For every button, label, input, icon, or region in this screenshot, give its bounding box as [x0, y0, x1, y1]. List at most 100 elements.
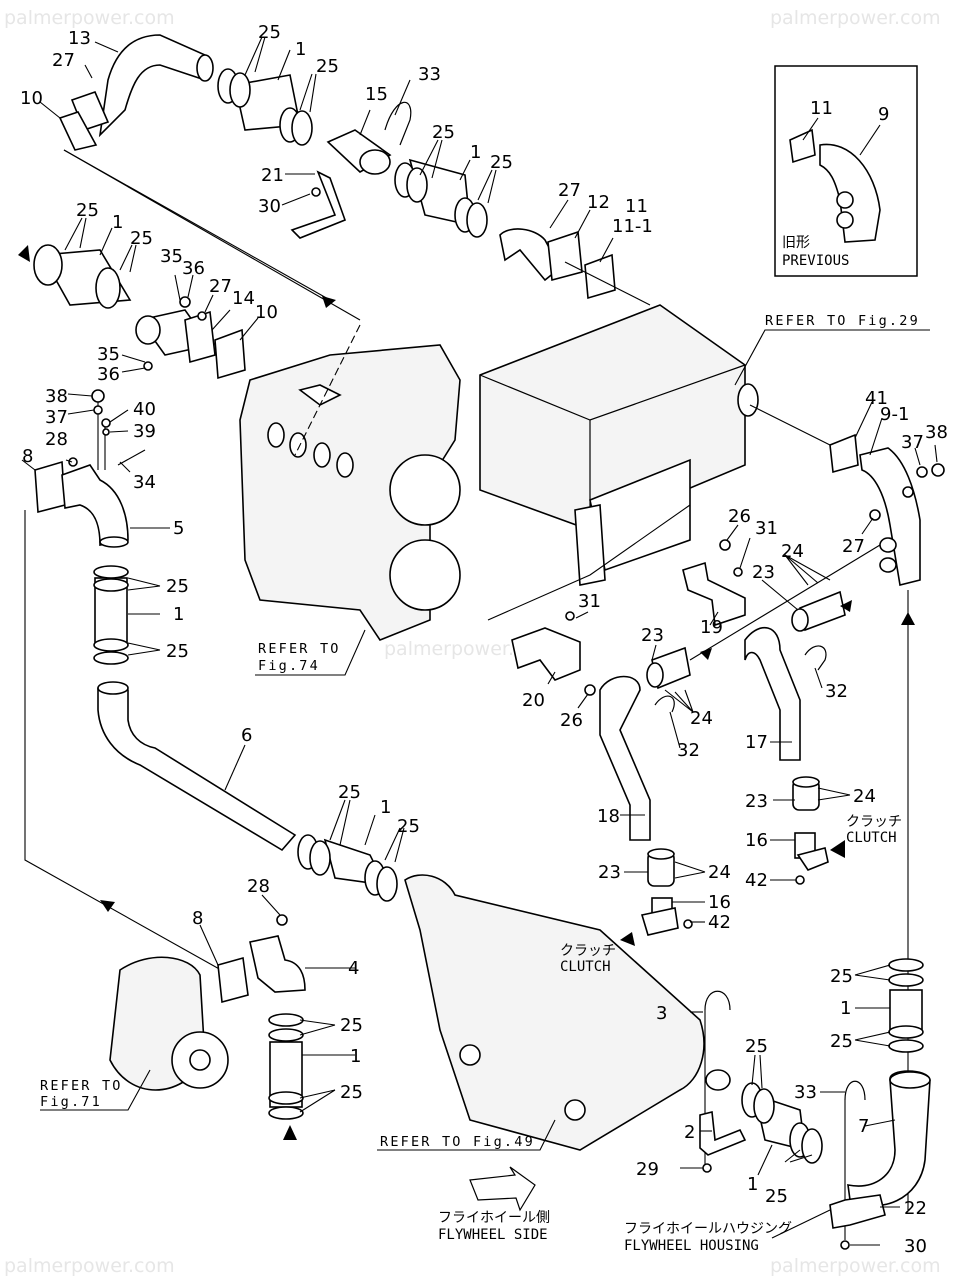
fitting-16-left	[640, 897, 679, 936]
ref-fig74-line1: REFER TO	[258, 641, 341, 657]
ref-leader	[734, 329, 930, 386]
clutch-note-en-right: CLUTCH	[846, 830, 897, 846]
label-25: 25	[490, 152, 513, 173]
hose-23-lower	[646, 646, 691, 690]
label-9-1: 9-1	[880, 404, 909, 425]
label-8: 8	[192, 908, 203, 929]
label-17: 17	[745, 732, 768, 753]
flow-arrow	[18, 245, 30, 262]
u-bolt-3	[704, 990, 731, 1011]
flange-8-lower	[217, 956, 249, 1004]
flywheel-side-en: FLYWHEEL SIDE	[438, 1227, 548, 1243]
connection-line	[487, 504, 691, 621]
flange-8-left	[34, 460, 66, 514]
hose-1-vertical-left	[93, 565, 129, 665]
label-15: 15	[365, 84, 388, 105]
label-27: 27	[52, 50, 75, 71]
ref-fig71-line1: REFER TO	[40, 1078, 123, 1094]
label-25: 25	[130, 228, 153, 249]
label-10: 10	[20, 88, 43, 109]
label-11-1: 11-1	[612, 216, 653, 237]
watermark-top-right: palmerpower.com	[770, 7, 941, 29]
label-2: 2	[684, 1122, 695, 1143]
label-11: 11	[625, 196, 648, 217]
label-1: 1	[747, 1174, 758, 1195]
elbow-12	[499, 228, 583, 282]
label-24: 24	[781, 541, 804, 562]
bolt-28-lower	[276, 914, 288, 926]
label-26: 26	[728, 506, 751, 527]
label-35: 35	[97, 344, 120, 365]
label-1: 1	[380, 797, 391, 818]
exhaust-manifold	[404, 874, 731, 1151]
label-26: 26	[560, 710, 583, 731]
engine-block	[239, 344, 461, 641]
label-24: 24	[853, 786, 876, 807]
label-42: 42	[745, 870, 768, 891]
flow-arrow	[700, 648, 712, 660]
label-25: 25	[316, 56, 339, 77]
hose-1-bottom-mid	[297, 834, 398, 902]
bracket-22	[829, 1194, 886, 1229]
elbow-4	[249, 935, 306, 993]
hose-23-left	[647, 848, 675, 887]
u-bolt-32-left	[654, 695, 675, 713]
label-1: 1	[295, 39, 306, 60]
bracket-2	[699, 1111, 747, 1156]
flow-line	[24, 510, 231, 976]
pipe-14	[135, 309, 216, 364]
label-18: 18	[597, 806, 620, 827]
ref-fig71-line2: Fig.71	[40, 1094, 102, 1110]
label-16: 16	[708, 892, 731, 913]
watermark-bottom-right: palmerpower.com	[770, 1255, 941, 1277]
ref-leader	[40, 1069, 151, 1111]
plug-40	[101, 418, 111, 428]
label-4: 4	[348, 958, 359, 979]
label-38: 38	[45, 386, 68, 407]
ref-fig49: REFER TO Fig.49	[380, 1134, 535, 1150]
nut-31-lower	[565, 611, 575, 621]
label-22: 22	[904, 1198, 927, 1219]
label-5: 5	[173, 518, 184, 539]
label-3: 3	[656, 1003, 667, 1024]
label-27: 27	[842, 536, 865, 557]
nut-30	[311, 187, 321, 197]
elbow-9-1	[859, 447, 921, 586]
label-23: 23	[598, 862, 621, 883]
hose-17	[744, 626, 801, 761]
label-10: 10	[255, 302, 278, 323]
label-25: 25	[166, 576, 189, 597]
label-37: 37	[901, 432, 924, 453]
label-14: 14	[232, 288, 255, 309]
bolt-42-right	[795, 875, 805, 885]
label-23: 23	[745, 791, 768, 812]
ref-leader	[255, 629, 366, 676]
clutch-note-en-left: CLUTCH	[560, 959, 611, 975]
gasket-41	[829, 433, 859, 474]
label-25: 25	[745, 1036, 768, 1057]
label-25: 25	[340, 1015, 363, 1036]
ref-fig74-line2: Fig.74	[258, 658, 320, 674]
label-24: 24	[690, 708, 713, 729]
hose-1-left	[33, 244, 132, 309]
bolt-42-left	[683, 919, 693, 929]
bolt-28-left	[68, 457, 78, 467]
label-30: 30	[904, 1236, 927, 1257]
clutch-note-jp-left: クラッチ	[560, 943, 616, 959]
u-bolt-32-right	[804, 645, 827, 671]
label-27: 27	[209, 276, 232, 297]
label-16: 16	[745, 830, 768, 851]
flywheel-side-jp: フライホイール側	[438, 1210, 550, 1226]
label-35: 35	[160, 246, 183, 267]
label-1: 1	[173, 604, 184, 625]
label-38: 38	[925, 422, 948, 443]
part-labels: 13 27 10 25 1 25 33 15 21 30 25 1 25 27 …	[20, 22, 948, 1257]
bolt-27	[197, 311, 207, 321]
flywheel-side-arrow	[469, 1166, 536, 1212]
elbow-5	[61, 464, 129, 548]
hose-1-mid	[394, 158, 488, 238]
flow-arrow	[283, 1125, 297, 1140]
pipe-7-mouth	[889, 1071, 931, 1089]
flow-arrow	[830, 840, 845, 858]
